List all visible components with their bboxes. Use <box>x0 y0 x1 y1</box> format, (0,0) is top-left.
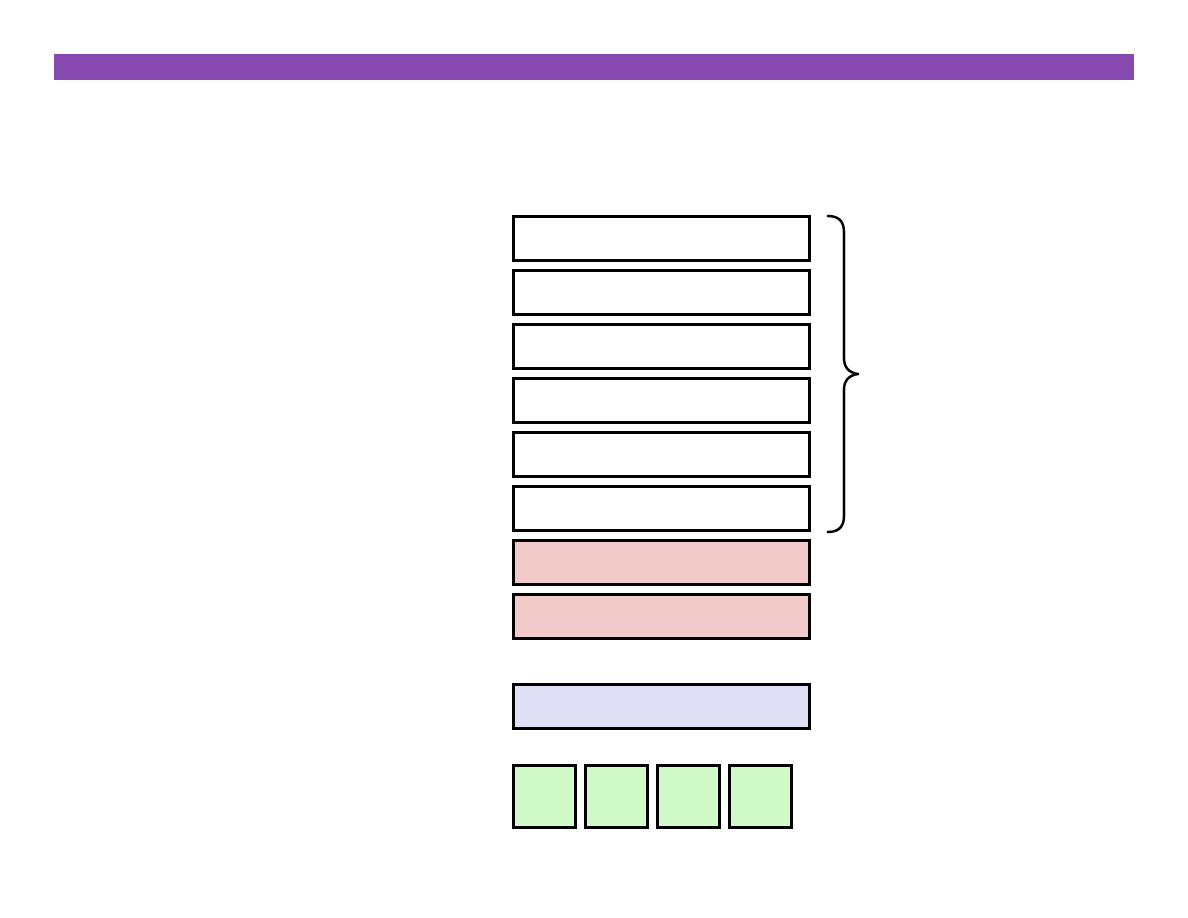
small-square-1 <box>512 764 577 829</box>
title-bar <box>54 54 1134 80</box>
stack-row-4 <box>512 377 811 424</box>
small-square-2 <box>584 764 649 829</box>
stack-row-5 <box>512 431 811 478</box>
separate-row-box <box>512 683 811 730</box>
stack-row-7 <box>512 539 811 586</box>
stack-row-2 <box>512 269 811 316</box>
stack-row-3 <box>512 323 811 370</box>
small-square-3 <box>656 764 721 829</box>
curly-brace <box>826 214 860 534</box>
stack-row-1 <box>512 215 811 262</box>
stack-row-8 <box>512 593 811 640</box>
small-square-4 <box>728 764 793 829</box>
stack-row-6 <box>512 485 811 532</box>
